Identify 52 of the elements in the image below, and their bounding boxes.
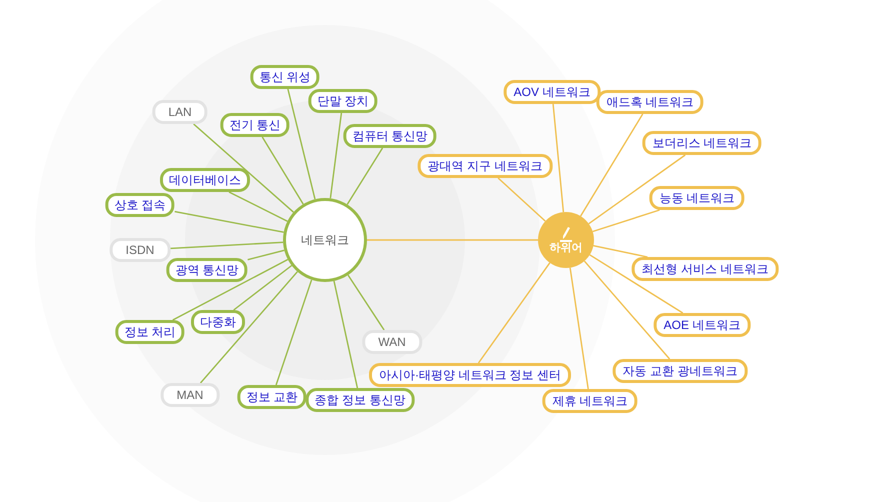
subtype-node: 아시아·태평양 네트워크 정보 센터 [369, 363, 571, 387]
connector-line [592, 209, 660, 232]
connector-line [228, 191, 288, 222]
connector-line [569, 268, 589, 390]
term-node: 통신 위성 [250, 65, 320, 89]
subtype-node: 능동 네트워크 [649, 186, 745, 210]
term-node: 컴퓨터 통신망 [343, 124, 437, 148]
related-term-node: LAN [152, 100, 208, 124]
subtype-node: 광대역 지구 네트워크 [418, 154, 552, 178]
connector-line [170, 242, 284, 250]
connector-line [193, 123, 294, 213]
connector-line [367, 239, 538, 241]
connector-line [262, 136, 304, 204]
connector-line [233, 264, 292, 311]
term-node: 정보 처리 [115, 320, 185, 344]
subtype-node: 제휴 네트워크 [542, 389, 638, 413]
term-node: 종합 정보 통신망 [306, 388, 414, 412]
related-term-node: MAN [160, 383, 220, 407]
connector-line [333, 280, 358, 388]
connector-line [584, 260, 670, 360]
node-label: 하위어 [550, 242, 582, 254]
connector-line [589, 254, 684, 314]
term-node: 상호 접속 [105, 193, 175, 217]
term-node: 전기 통신 [220, 113, 290, 137]
subtype-node: 최선형 서비스 네트워크 [632, 257, 778, 281]
subtype-node: AOV 네트워크 [504, 80, 600, 104]
subtype-node: 자동 교환 광네트워크 [612, 359, 748, 383]
subtype-node: AOE 네트워크 [654, 313, 750, 337]
subtype-node: 보더리스 네트워크 [642, 131, 762, 155]
connector-line [478, 262, 550, 364]
subtype-node: 애드혹 네트워크 [596, 90, 704, 114]
connector-line [346, 148, 384, 205]
connector-line [174, 210, 284, 233]
connector-line [580, 114, 644, 216]
term-node: 광역 통신망 [166, 258, 248, 282]
connector-line [593, 245, 648, 258]
connector-line [552, 104, 564, 212]
term-node: 정보 교환 [237, 385, 307, 409]
connector-line [172, 258, 288, 321]
term-node: 데이터베이스 [160, 168, 250, 192]
related-term-node: ISDN [110, 238, 170, 262]
term-node: 단말 장치 [308, 89, 378, 113]
connector-line [348, 274, 385, 330]
related-term-node: WAN [362, 330, 422, 354]
connector-line [200, 271, 298, 384]
connector-line [287, 88, 316, 200]
connector-line [330, 112, 342, 198]
connector-line [275, 280, 312, 386]
connector-line [588, 154, 686, 224]
term-node: 다중화 [191, 310, 245, 334]
connector-line [248, 250, 284, 260]
connector-line [498, 177, 546, 222]
